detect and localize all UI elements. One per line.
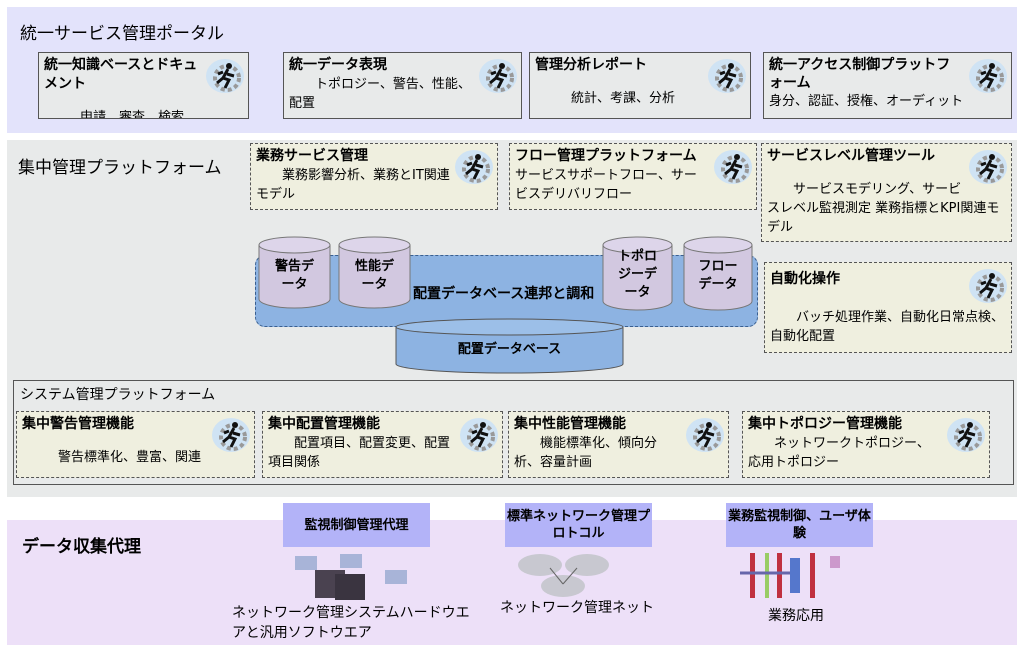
caption-nms-hardware: ネットワーク管理システムハードウエアと汎用ソフトウエア bbox=[232, 605, 470, 641]
box-desc: サービスサポートフロー、サービスデリバリフロー bbox=[515, 168, 697, 202]
runner-gear-icon bbox=[713, 147, 753, 189]
central-box-automation: 自動化操作 バッチ処理作業、自動化日常点検、自動化配置 bbox=[764, 262, 1012, 353]
portal-title: 統一サービス管理ポータル bbox=[20, 24, 224, 44]
caption-network: ネットワーク管理ネット bbox=[500, 600, 654, 616]
portal-box-data: 統一データ表現 トポロジー、警告、性能、配置 bbox=[283, 52, 522, 119]
box-title: 集中警告管理機能 bbox=[22, 416, 134, 432]
box-desc: 業務影響分析、業務とIT関連モデル bbox=[256, 168, 450, 202]
portal-box-access: 統一アクセス制御プラットフォーム 身分、認証、授権、オーディット bbox=[763, 52, 1012, 119]
box-desc: ネットワークトポロジー、応用トポロジー bbox=[748, 436, 930, 470]
box-title: 業務サービス管理 bbox=[256, 148, 368, 164]
db-label: トポロジーデータ bbox=[617, 249, 657, 300]
runner-gear-icon bbox=[205, 56, 245, 98]
db-topology: トポロジーデータ bbox=[602, 236, 673, 311]
box-desc: 身分、認証、授権、オーディット bbox=[769, 94, 964, 109]
box-desc: 配置項目、配置変更、配置項目関係 bbox=[268, 436, 451, 470]
box-title: 統一アクセス制御プラットフォーム bbox=[769, 57, 951, 91]
box-title: 統一データ表現 bbox=[289, 57, 387, 73]
box-title: 集中配置管理機能 bbox=[268, 416, 380, 432]
box-desc: 統計、考課、分析 bbox=[571, 91, 676, 106]
db-alert: 警告データ bbox=[258, 236, 331, 309]
system-box-config: 集中配置管理機能 配置項目、配置変更、配置項目関係 bbox=[262, 411, 503, 478]
business-app-icon bbox=[740, 553, 840, 598]
box-title: サービスレベル管理ツール bbox=[767, 148, 935, 164]
runner-gear-icon bbox=[968, 266, 1008, 308]
system-box-performance: 集中性能管理機能 機能標準化、傾向分析、容量計画 bbox=[508, 411, 729, 478]
db-flow: フローデータ bbox=[683, 236, 753, 311]
db-performance: 性能データ bbox=[338, 236, 411, 309]
central-title: 集中管理プラットフォーム bbox=[18, 158, 222, 178]
db-label: 警告データ bbox=[274, 259, 314, 292]
box-desc: トポロジー、警告、性能、配置 bbox=[289, 77, 471, 111]
portal-box-knowledge: 統一知識ベースとドキュメント 申請、審査、検索 bbox=[38, 52, 249, 119]
runner-gear-icon bbox=[454, 147, 494, 189]
box-desc: 機能標準化、傾向分析、容量計画 bbox=[514, 436, 658, 470]
federation-label: 配置データベース連邦と調和 bbox=[413, 286, 595, 302]
runner-gear-icon bbox=[968, 147, 1008, 189]
central-box-service-level: サービスレベル管理ツール サービスモデリング、サービスレベル監視測定 業務指標と… bbox=[761, 143, 1012, 242]
cmdb-cylinder: 配置データベース bbox=[395, 318, 624, 374]
system-title: システム管理プラットフォーム bbox=[20, 387, 216, 403]
collection-title: データ収集代理 bbox=[22, 537, 141, 557]
label-network-protocol: 標準ネットワーク管理プロトコル bbox=[505, 503, 652, 547]
network-cloud-icon bbox=[518, 554, 609, 597]
box-title: 統一知識ベースとドキュメント bbox=[44, 57, 198, 92]
caption-business-app: 業務応用 bbox=[768, 608, 824, 624]
runner-gear-icon bbox=[968, 56, 1008, 98]
central-box-business: 業務サービス管理 業務影響分析、業務とIT関連モデル bbox=[250, 143, 498, 210]
box-desc: バッチ処理作業、自動化日常点検、自動化配置 bbox=[770, 310, 1005, 344]
system-box-topology: 集中トポロジー管理機能 ネットワークトポロジー、応用トポロジー bbox=[742, 411, 990, 478]
box-title: 集中性能管理機能 bbox=[514, 416, 626, 432]
runner-gear-icon bbox=[459, 415, 499, 457]
box-title: 集中トポロジー管理機能 bbox=[748, 416, 902, 432]
box-desc: サービスモデリング、サービスレベル監視測定 業務指標とKPI関連モデル bbox=[767, 182, 1000, 235]
portal-box-report: 管理分析レポート 統計、考課、分析 bbox=[529, 52, 751, 119]
runner-gear-icon bbox=[211, 415, 251, 457]
runner-gear-icon bbox=[685, 415, 725, 457]
runner-gear-icon bbox=[946, 415, 986, 457]
runner-gear-icon bbox=[707, 56, 747, 98]
servers-icon bbox=[295, 554, 407, 600]
system-box-alert: 集中警告管理機能 警告標準化、豊富、関連 bbox=[16, 411, 255, 478]
box-title: 管理分析レポート bbox=[535, 57, 647, 73]
cmdb-label: 配置データベース bbox=[457, 342, 562, 357]
box-title: 自動化操作 bbox=[770, 271, 840, 287]
box-desc: 警告標準化、豊富、関連 bbox=[58, 450, 202, 465]
label-business-monitoring: 業務監視制御、ユーザ体験 bbox=[726, 503, 873, 547]
runner-gear-icon bbox=[478, 56, 518, 98]
box-title: フロー管理プラットフォーム bbox=[515, 148, 697, 164]
system-platform bbox=[13, 380, 1014, 485]
label-monitoring-agent: 監視制御管理代理 bbox=[283, 503, 430, 547]
central-box-flow: フロー管理プラットフォーム サービスサポートフロー、サービスデリバリフロー bbox=[509, 143, 757, 210]
db-label: 性能データ bbox=[354, 259, 394, 292]
db-label: フローデータ bbox=[698, 259, 738, 292]
box-desc: 申請、審査、検索 bbox=[80, 110, 185, 119]
